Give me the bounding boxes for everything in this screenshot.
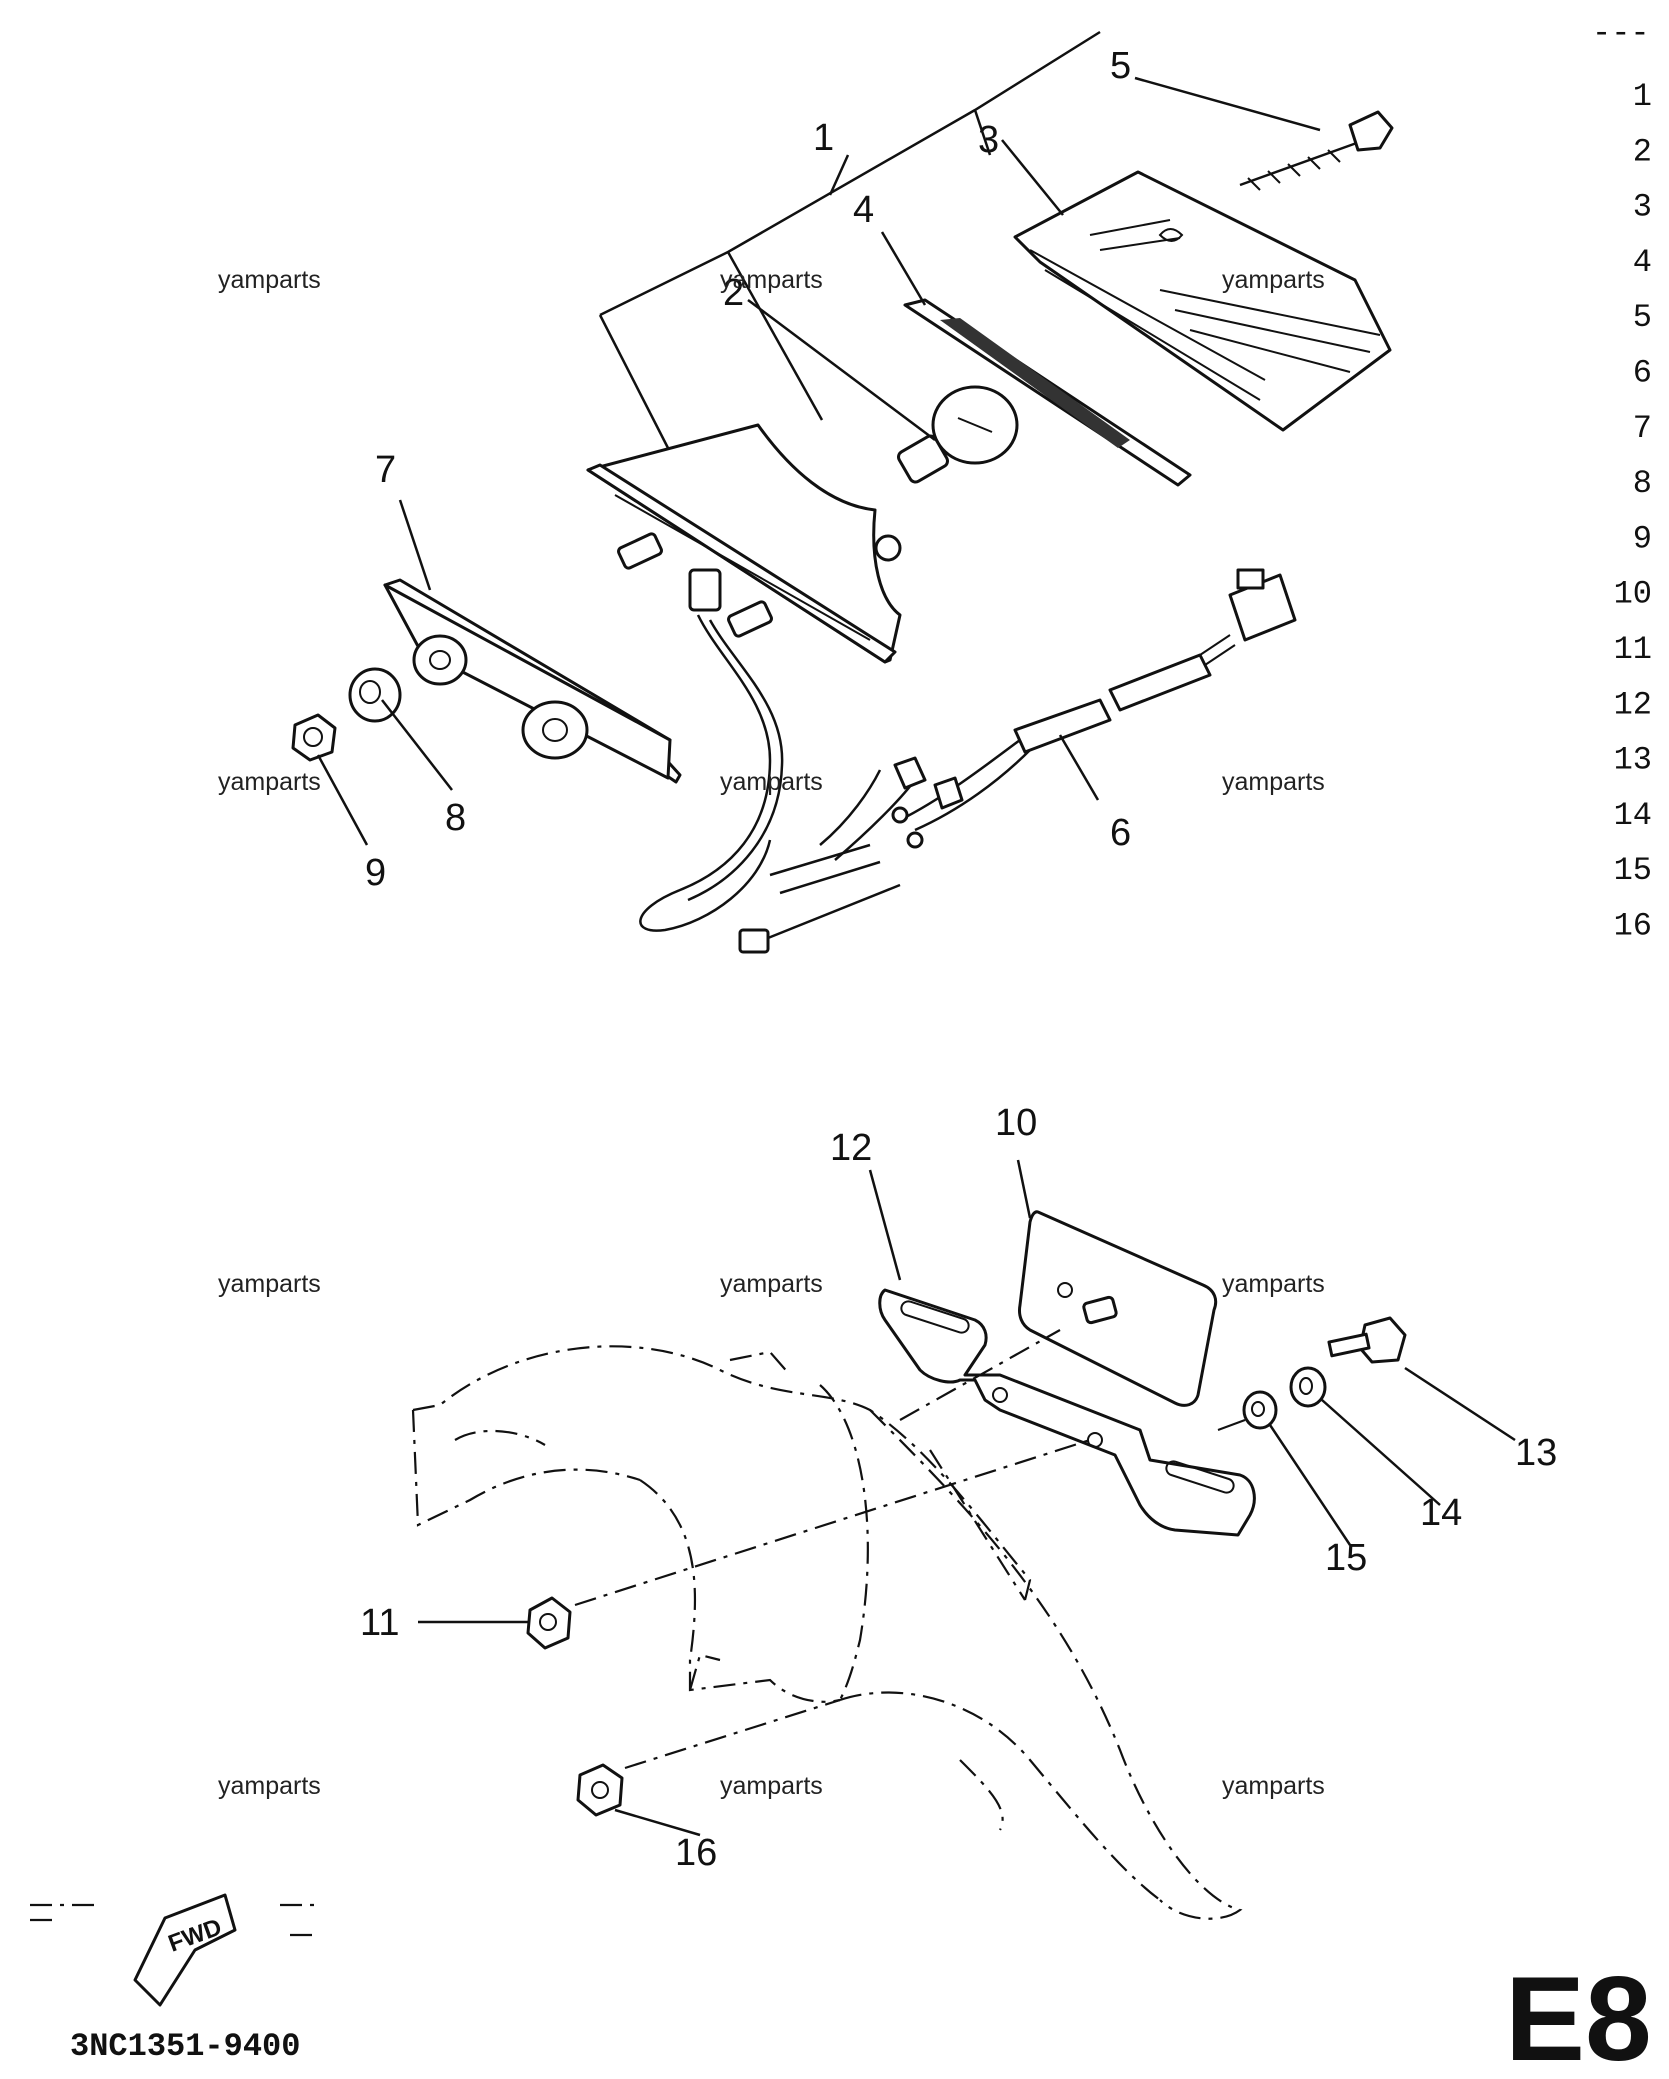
watermark: yamparts: [218, 1772, 321, 1800]
watermark: yamparts: [1222, 1772, 1325, 1800]
nut-16: [576, 1763, 624, 1817]
lens-screw: [1239, 110, 1394, 191]
rear-fender: [411, 1345, 1243, 1920]
callout-16: 16: [675, 1832, 717, 1874]
ref-number: 12: [1614, 686, 1652, 723]
watermark: yamparts: [720, 266, 823, 294]
callout-15: 15: [1325, 1537, 1367, 1579]
callout-14: 14: [1420, 1492, 1462, 1534]
taillight-assembly: [291, 30, 1394, 954]
ref-number: 13: [1614, 742, 1652, 779]
lens-gasket: [903, 298, 1192, 487]
callout-6: 6: [1110, 812, 1131, 854]
callout-3: 3: [978, 119, 999, 161]
washer-15: [1242, 1390, 1278, 1430]
ref-number: 10: [1614, 576, 1652, 613]
callout-13: 13: [1515, 1432, 1557, 1474]
ref-number: 2: [1633, 133, 1652, 170]
watermark: yamparts: [218, 1270, 321, 1298]
watermark: yamparts: [1222, 768, 1325, 796]
watermark: yamparts: [218, 266, 321, 294]
watermark: yamparts: [720, 1270, 823, 1298]
callout-1: 1: [813, 117, 834, 159]
ref-number: 14: [1614, 797, 1652, 834]
ref-number: 5: [1633, 299, 1652, 336]
mounting-plate: [383, 578, 682, 784]
fender-assembly: [411, 1159, 1516, 1920]
ref-number: 6: [1633, 355, 1652, 392]
ref-number: 15: [1614, 852, 1652, 889]
callout-5: 5: [1110, 45, 1131, 87]
wire-harness: [639, 568, 1297, 954]
reflector: [1018, 1210, 1218, 1407]
ref-number: 1: [1633, 78, 1652, 115]
callout-4: 4: [853, 189, 874, 231]
ref-number: 4: [1633, 244, 1652, 281]
taillight-housing: [586, 423, 902, 664]
license-bracket: [878, 1288, 1256, 1537]
callout-12: 12: [830, 1127, 872, 1169]
watermark: yamparts: [720, 768, 823, 796]
watermark: yamparts: [720, 1772, 823, 1800]
nut-9: [291, 713, 337, 762]
callout-9: 9: [365, 852, 386, 894]
ref-number: 3: [1633, 189, 1652, 226]
callout-10: 10: [995, 1102, 1037, 1144]
ref-number: 8: [1633, 465, 1652, 502]
watermark: yamparts: [1222, 1270, 1325, 1298]
callout-11: 11: [360, 1602, 399, 1644]
page-code: E8: [1505, 1952, 1652, 2079]
watermark: yamparts: [1222, 266, 1325, 294]
fwd-arrow: FWD: [30, 1893, 320, 2007]
ref-number: 16: [1614, 908, 1652, 945]
ref-number: 7: [1633, 410, 1652, 447]
bulb: [897, 385, 1019, 484]
ref-column-header: ---: [1592, 15, 1650, 52]
callout-7: 7: [375, 449, 396, 491]
bolt-13: [1327, 1316, 1407, 1364]
diagram-part-code: 3NC1351-9400: [70, 2028, 300, 2065]
ref-number: 9: [1633, 520, 1652, 557]
lock-washer-14: [1289, 1366, 1327, 1408]
watermark: yamparts: [218, 768, 321, 796]
callout-8: 8: [445, 797, 466, 839]
nut-11: [526, 1596, 572, 1650]
callout-2: 2: [723, 272, 744, 314]
taillight-lens: [1013, 170, 1392, 432]
ref-number: 11: [1614, 631, 1652, 668]
